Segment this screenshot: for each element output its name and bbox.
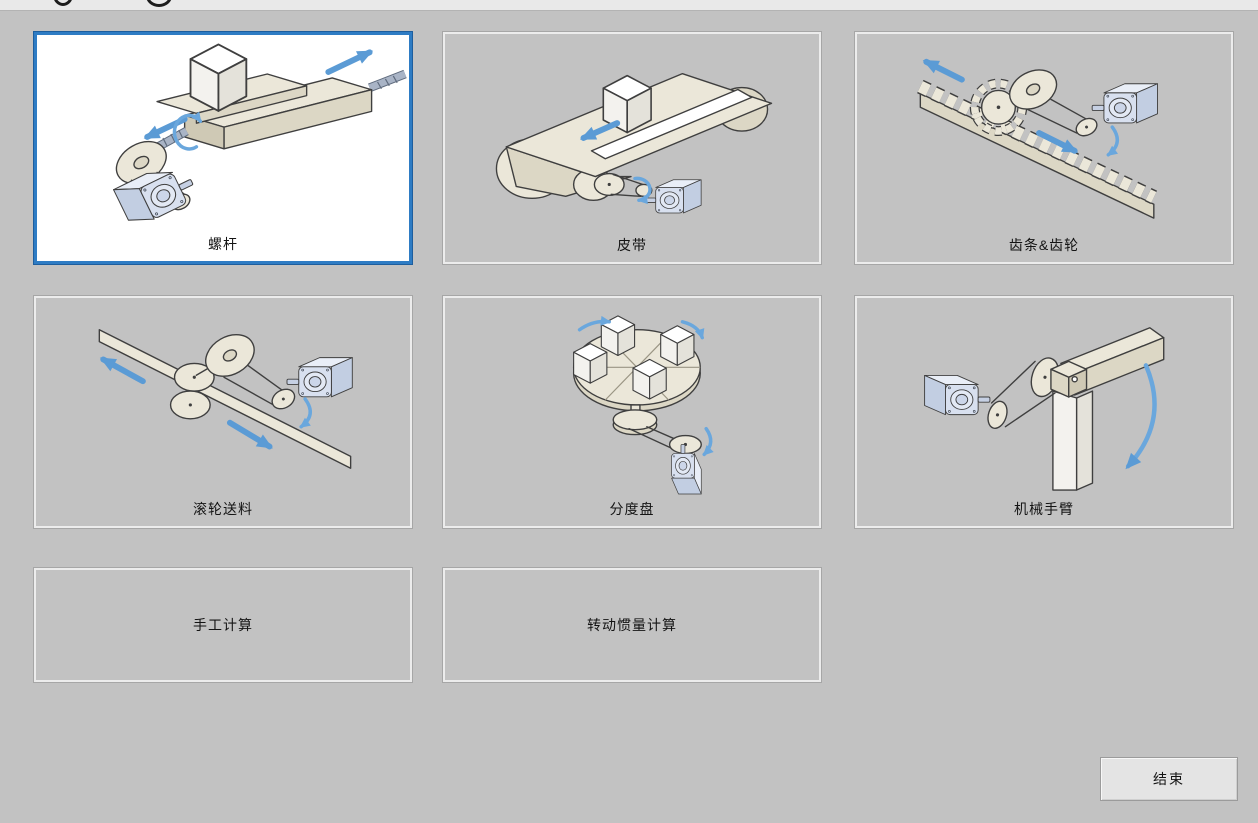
pulley-icon [1009,69,1058,110]
motor-icon [924,374,991,416]
arrow-up-left-icon [99,356,146,385]
tile-manual-calculation[interactable]: 手工计算 [33,567,413,683]
tile-lead-screw[interactable]: 螺杆 [33,31,413,265]
tile-rack-and-pinion[interactable]: 齿条&齿轮 [854,31,1234,265]
rotation-arrow-icon [680,320,705,340]
rotation-arrow-icon [633,176,652,205]
cutoff-toolbar-icon [146,0,172,7]
arrow-up-right-icon [325,49,374,75]
top-toolbar-strip [0,0,1258,11]
arrow-up-left-icon [922,58,965,83]
index-table-illustration [572,315,714,495]
tile-label: 分度盘 [609,501,655,517]
robot-arm-illustration [924,327,1165,491]
tile-label: 机械手臂 [1014,501,1074,517]
pulley-icon [205,334,255,377]
rotation-arrow-icon [577,315,612,332]
motor-icon [286,357,353,398]
arrow-down-left-icon [579,120,621,141]
rack-and-pinion-illustration [917,58,1158,219]
tile-label: 螺杆 [208,236,238,252]
tile-label: 滚轮送料 [193,501,253,517]
rotation-arrow-icon [702,426,714,457]
arrow-down-right-icon [1036,130,1079,154]
tile-label: 皮带 [617,237,647,253]
tile-label: 转动惯量计算 [587,617,677,633]
belt-conveyor-illustration [495,72,773,214]
tile-roller-feed[interactable]: 滚轮送料 [33,295,413,529]
lead-screw-illustration [113,43,407,230]
tile-label: 手工计算 [193,617,253,633]
motor-icon [1091,83,1158,124]
rotation-arrow-icon [172,111,203,151]
end-button[interactable]: 结束 [1100,757,1238,801]
tile-index-table[interactable]: 分度盘 [442,295,822,529]
tile-robot-arm[interactable]: 机械手臂 [854,295,1234,529]
tile-label: 齿条&齿轮 [1008,237,1080,253]
swing-arrow-icon [1125,363,1157,470]
motor-icon [645,179,702,214]
rotation-arrow-icon [1106,125,1120,157]
tile-belt-conveyor[interactable]: 皮带 [442,31,822,265]
cutoff-toolbar-icon [53,0,73,6]
rotation-arrow-icon [299,397,312,429]
tile-inertia-calculation[interactable]: 转动惯量计算 [442,567,822,683]
arrow-down-right-icon [226,419,273,450]
roller-feed-illustration [98,329,353,469]
